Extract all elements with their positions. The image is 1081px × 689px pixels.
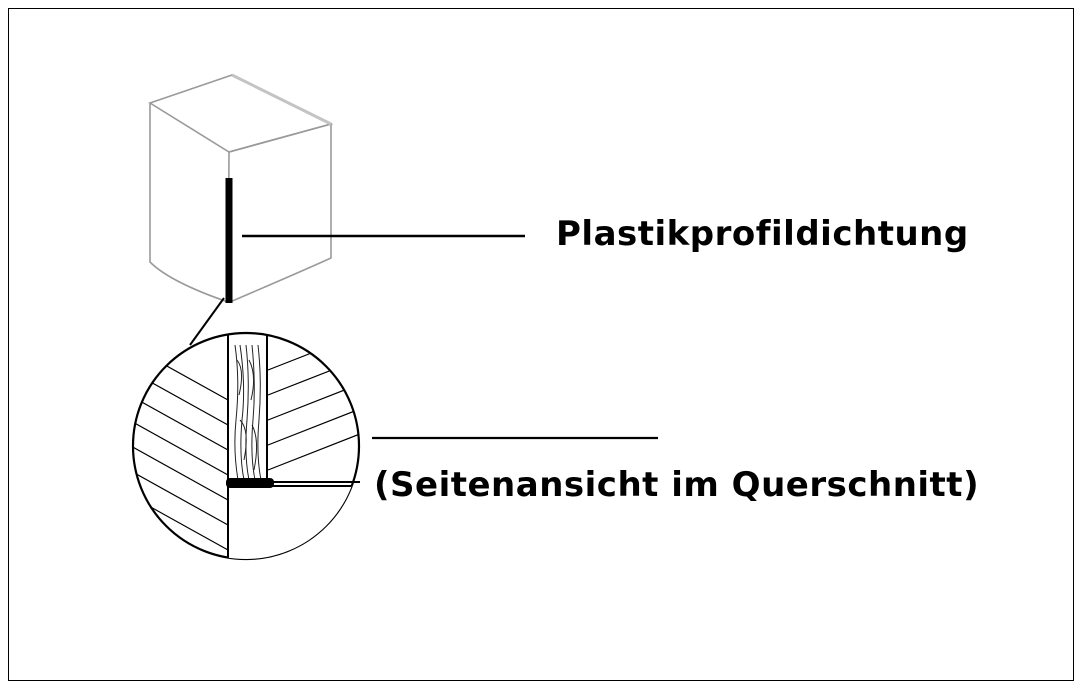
seal-label: Plastikprofildichtung — [556, 214, 969, 254]
cabinet-box — [148, 73, 334, 304]
diagram-frame — [8, 8, 1074, 681]
cross-section-label: (Seitenansicht im Querschnitt) — [374, 465, 980, 505]
cross-section-detail — [131, 331, 361, 561]
magnify-connector — [189, 297, 225, 346]
